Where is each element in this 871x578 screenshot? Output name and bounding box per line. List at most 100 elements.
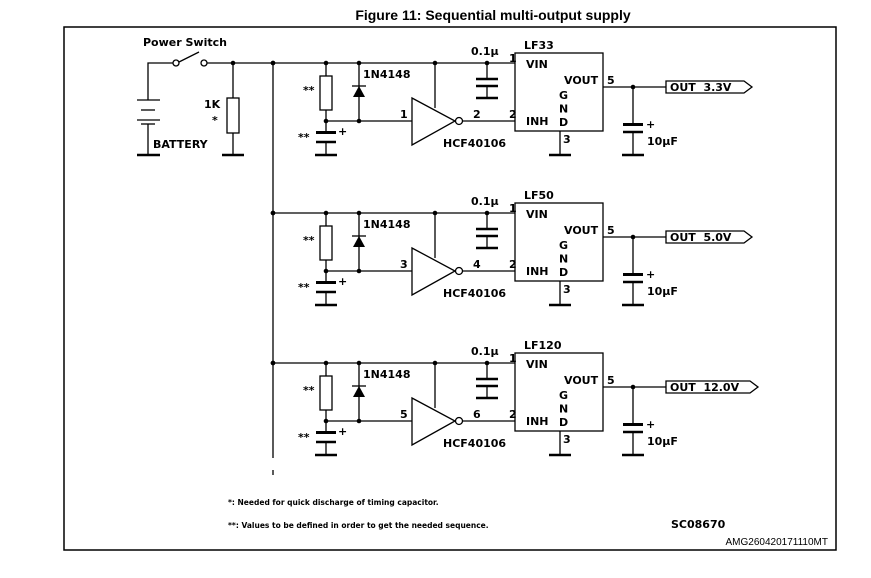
pin-gnd: G xyxy=(559,239,568,252)
pin-inh-number: 2 xyxy=(509,258,517,271)
timing-resistor xyxy=(319,75,333,111)
timing-capacitor-mark: ** xyxy=(298,431,310,444)
input-capacitor-label: 0.1µ xyxy=(471,345,499,358)
inverter-input-pin: 1 xyxy=(400,108,408,121)
inverter-input-pin: 3 xyxy=(400,258,408,271)
pin-gnd-number: 3 xyxy=(563,433,571,446)
pin-inh: INH xyxy=(526,265,549,278)
resistor-value: 1K xyxy=(204,98,221,111)
pin-gnd: N xyxy=(559,103,568,116)
output-capacitor-label: 10µF xyxy=(647,285,678,298)
diode-label: 1N4148 xyxy=(363,218,410,231)
inverter-icon xyxy=(411,396,457,447)
output-capacitor xyxy=(623,123,643,126)
power-switch-label: Power Switch xyxy=(143,36,227,49)
pin-vin: VIN xyxy=(526,58,548,71)
timing-resistor xyxy=(319,225,333,261)
inverter-label: HCF40106 xyxy=(443,437,506,450)
junction-dot xyxy=(630,384,636,390)
pin-gnd: G xyxy=(559,89,568,102)
pin-gnd: G xyxy=(559,389,568,402)
junction-dot xyxy=(356,268,362,274)
junction-dot xyxy=(630,234,636,240)
inverter-output-pin: 4 xyxy=(473,258,481,271)
pin-inh-number: 2 xyxy=(509,408,517,421)
pin-gnd: N xyxy=(559,253,568,266)
inverter-bubble xyxy=(454,416,464,426)
regulator-ic xyxy=(514,52,604,132)
figure-title: Figure 11: Sequential multi-output suppl… xyxy=(355,7,631,23)
diode-icon xyxy=(353,386,365,397)
pin-vout: VOUT xyxy=(564,224,599,237)
regulator-name: LF50 xyxy=(524,189,554,202)
output-capacitor xyxy=(623,423,643,426)
timing-resistor-mark: ** xyxy=(303,84,315,97)
discharge-resistor xyxy=(226,97,240,134)
output-label: OUT 12.0V xyxy=(670,381,740,394)
pin-gnd: D xyxy=(559,116,568,129)
note-discharge: *: Needed for quick discharge of timing … xyxy=(228,498,439,507)
diode-icon xyxy=(353,236,365,247)
timing-capacitor xyxy=(316,131,336,134)
power-switch-icon xyxy=(178,51,200,63)
inverter-icon xyxy=(411,246,457,297)
regulator-ic xyxy=(514,202,604,282)
junction-dot xyxy=(356,418,362,424)
output-port xyxy=(665,80,754,94)
diode-icon xyxy=(353,86,365,97)
switch-contact xyxy=(172,59,180,67)
pin-vout: VOUT xyxy=(564,374,599,387)
regulator-name: LF120 xyxy=(524,339,562,352)
pin-vout-number: 5 xyxy=(607,374,615,387)
pin-inh-number: 2 xyxy=(509,108,517,121)
timing-capacitor-mark: ** xyxy=(298,131,310,144)
battery-icon xyxy=(137,99,160,157)
timing-resistor-mark: ** xyxy=(303,384,315,397)
junction-dot xyxy=(270,60,276,66)
timing-capacitor-mark: ** xyxy=(298,281,310,294)
timing-capacitor xyxy=(316,281,336,284)
junction-dot xyxy=(270,210,276,216)
diode-label: 1N4148 xyxy=(363,68,410,81)
junction-dot xyxy=(630,84,636,90)
regulator-name: LF33 xyxy=(524,39,554,52)
inverter-bubble xyxy=(454,116,464,126)
pin-gnd: N xyxy=(559,403,568,416)
pin-vout-number: 5 xyxy=(607,74,615,87)
capacitor-plus: + xyxy=(646,418,655,431)
pin-gnd-number: 3 xyxy=(563,133,571,146)
output-capacitor-label: 10µF xyxy=(647,435,678,448)
pin-vin-number: 1 xyxy=(509,52,517,65)
inverter-bubble xyxy=(454,266,464,276)
pin-inh: INH xyxy=(526,415,549,428)
pin-gnd: D xyxy=(559,266,568,279)
input-section: Power Switch BATTERY 1K * xyxy=(137,36,276,475)
timing-resistor xyxy=(319,375,333,411)
battery-label: BATTERY xyxy=(153,138,209,151)
capacitor-plus: + xyxy=(338,425,347,438)
timing-resistor-mark: ** xyxy=(303,234,315,247)
input-capacitor-label: 0.1µ xyxy=(471,45,499,58)
regulator-ic xyxy=(514,352,604,432)
inverter-label: HCF40106 xyxy=(443,287,506,300)
output-label: OUT 3.3V xyxy=(670,81,732,94)
pin-vin-number: 1 xyxy=(509,352,517,365)
pin-vout: VOUT xyxy=(564,74,599,87)
switch-contact xyxy=(200,59,208,67)
figure-frame xyxy=(63,26,837,551)
output-port xyxy=(665,380,760,394)
note-sequence: **: Values to be defined in order to get… xyxy=(228,521,489,530)
output-capacitor-label: 10µF xyxy=(647,135,678,148)
inverter-input-pin: 5 xyxy=(400,408,408,421)
junction-dot xyxy=(270,360,276,366)
resistor-mark: * xyxy=(212,114,218,127)
drawing-code: SC08670 xyxy=(671,518,726,531)
output-label: OUT 5.0V xyxy=(670,231,732,244)
capacitor-plus: + xyxy=(646,268,655,281)
capacitor-plus: + xyxy=(338,275,347,288)
pin-vout-number: 5 xyxy=(607,224,615,237)
